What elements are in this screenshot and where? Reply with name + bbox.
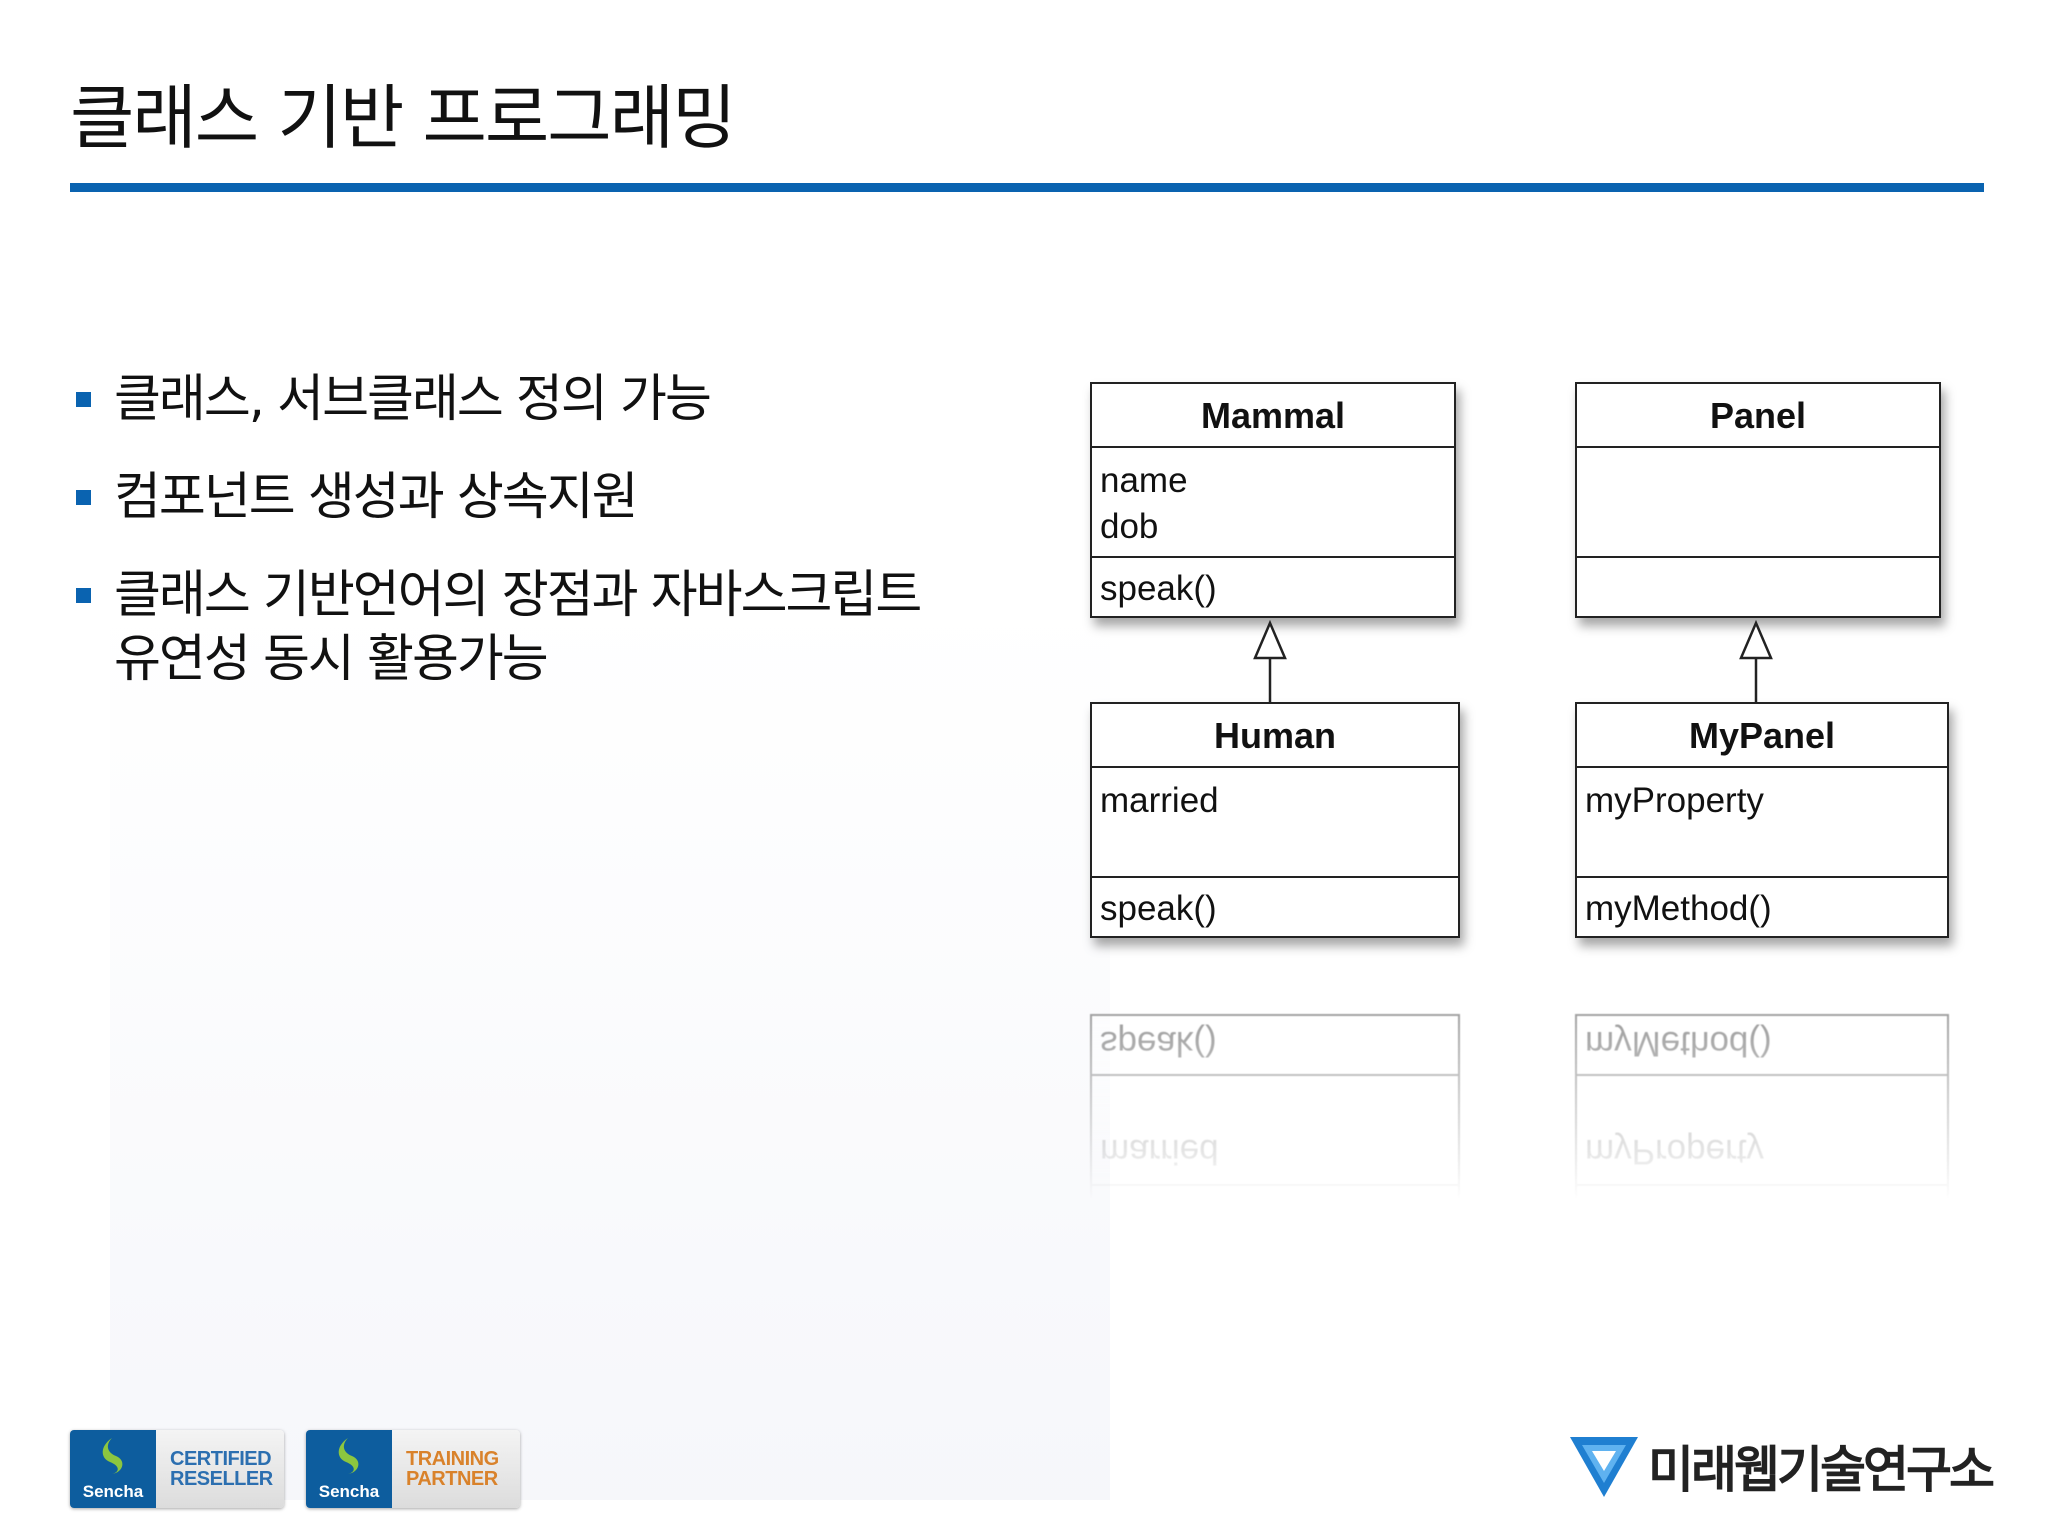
class-attributes	[1577, 448, 1939, 558]
class-attributes: name dob	[1092, 448, 1454, 558]
bullet-list: 클래스, 서브클래스 정의 가능 컴포넌트 생성과 상속지원 클래스 기반언어의…	[72, 368, 972, 726]
uml-class-diagram: Mammal name dob speak() Panel Human marr…	[1080, 370, 1980, 1200]
inheritance-arrow-icon	[1739, 620, 1773, 702]
method: myMethod()	[1585, 889, 1772, 928]
reflection-method: speak()	[1100, 1024, 1217, 1063]
class-methods: speak()	[1092, 878, 1458, 936]
bullet-item: 클래스, 서브클래스 정의 가능	[72, 368, 972, 432]
company-name: 미래웹기술연구소	[1648, 1440, 1995, 1499]
sencha-logo: Sencha	[70, 1430, 156, 1508]
attribute: myProperty	[1585, 781, 1764, 820]
diagram-reflection: married speak() myProperty myMethod()	[1080, 1000, 1980, 1200]
badge-label: TRAINING PARTNER	[406, 1448, 499, 1490]
class-methods: myMethod()	[1577, 878, 1947, 936]
class-attributes: married	[1092, 768, 1458, 878]
reflection-method: myMethod()	[1585, 1024, 1772, 1063]
bullet-marker-icon	[76, 490, 91, 505]
attribute: name	[1100, 461, 1188, 500]
uml-class-panel: Panel	[1575, 382, 1941, 618]
bullet-text: 클래스 기반언어의 장점과 자바스크립트 유연성 동시 활용가능	[114, 566, 922, 689]
class-attributes: myProperty	[1577, 768, 1947, 878]
sencha-logo: Sencha	[306, 1430, 392, 1508]
class-name: Human	[1092, 704, 1458, 768]
bullet-text: 컴포넌트 생성과 상속지원	[114, 468, 639, 527]
sencha-training-partner-badge: Sencha TRAINING PARTNER	[306, 1430, 520, 1508]
company-emblem-icon	[1570, 1437, 1638, 1497]
bullet-marker-icon	[76, 392, 91, 407]
company-logo: 미래웹기술연구소	[1568, 1430, 1995, 1502]
badge-label: CERTIFIED RESELLER	[170, 1448, 273, 1490]
slide-title: 클래스 기반 프로그래밍	[70, 77, 737, 159]
bullet-item: 클래스 기반언어의 장점과 자바스크립트 유연성 동시 활용가능	[72, 564, 972, 692]
inheritance-arrow-icon	[1253, 620, 1287, 702]
class-name: Mammal	[1092, 384, 1454, 448]
sencha-leaf-icon	[338, 1438, 359, 1474]
title-underline	[70, 183, 1984, 192]
class-name: Panel	[1577, 384, 1939, 448]
sencha-leaf-icon	[102, 1438, 123, 1474]
class-methods: speak()	[1092, 558, 1454, 616]
class-name: MyPanel	[1577, 704, 1947, 768]
attribute: dob	[1100, 507, 1159, 546]
reflection-attribute: myProperty	[1585, 1132, 1764, 1171]
sencha-certified-reseller-badge: Sencha CERTIFIED RESELLER	[70, 1430, 284, 1508]
uml-class-mammal: Mammal name dob speak()	[1090, 382, 1456, 618]
bullet-marker-icon	[76, 588, 91, 603]
method: speak()	[1100, 569, 1217, 608]
reflection-attribute: married	[1100, 1132, 1219, 1171]
background-fade	[110, 600, 1110, 1500]
attribute: married	[1100, 781, 1219, 820]
method: speak()	[1100, 889, 1217, 928]
bullet-text: 클래스, 서브클래스 정의 가능	[114, 370, 712, 429]
class-methods	[1577, 558, 1939, 616]
bullet-item: 컴포넌트 생성과 상속지원	[72, 466, 972, 530]
uml-class-human: Human married speak()	[1090, 702, 1460, 938]
uml-class-mypanel: MyPanel myProperty myMethod()	[1575, 702, 1949, 938]
